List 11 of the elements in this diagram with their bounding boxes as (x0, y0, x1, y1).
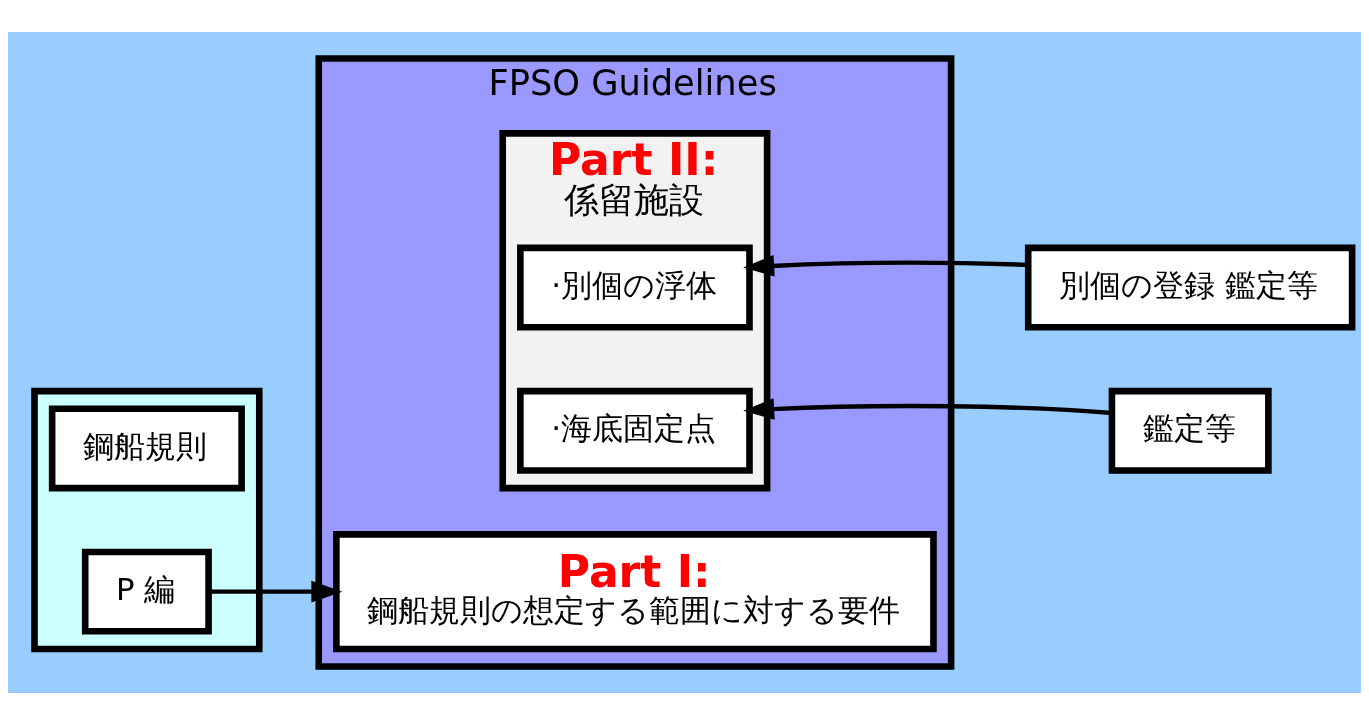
arrow (209, 580, 343, 602)
node-box: ·海底固定点 (517, 387, 753, 474)
cluster (31, 387, 263, 652)
arrow (743, 397, 1112, 420)
node-box: ·別個の浮体 (517, 244, 753, 331)
node-box: P 編 (81, 548, 212, 635)
node-box: 別個の登録 鑑定等 (1024, 244, 1356, 331)
arrow (743, 254, 1028, 277)
node-box: Part I: 鋼船規則の想定する範囲に対する要件 (333, 530, 937, 652)
node-box: 鑑定等 (1108, 387, 1272, 474)
node-box: 鋼船規則 (48, 404, 245, 491)
